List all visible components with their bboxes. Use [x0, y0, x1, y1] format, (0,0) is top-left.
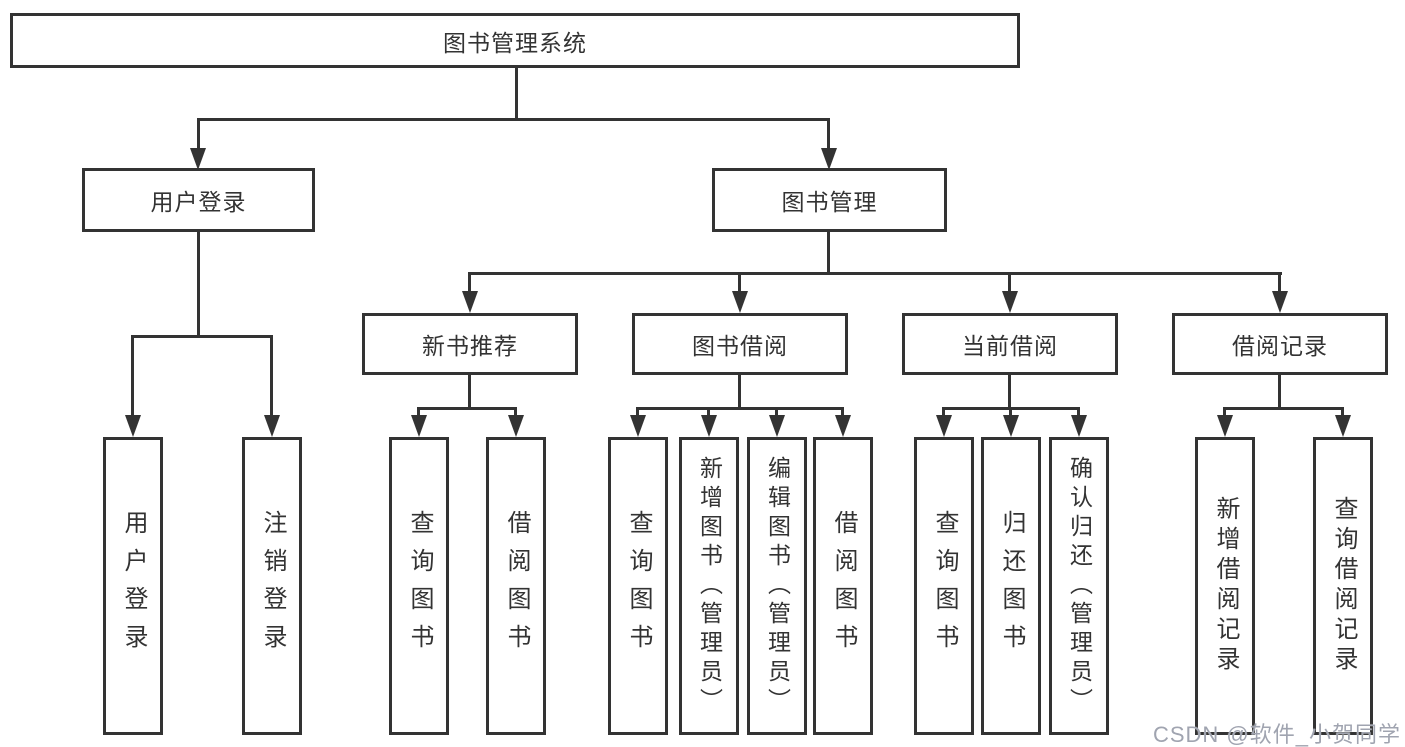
connector-drop-leaf	[707, 407, 710, 419]
leaf-edit-books-admin-label: 编辑图书（管理员）	[764, 455, 791, 717]
arrow-down-icon	[1272, 291, 1288, 313]
node-library-system: 图书管理系统	[10, 13, 1020, 68]
connector-user-rail	[131, 335, 272, 338]
arrow-down-icon	[732, 291, 748, 313]
arrow-down-icon	[1217, 415, 1233, 437]
connector-mgmt-stem	[827, 232, 830, 275]
connector-root-stem	[515, 68, 518, 121]
leaf-add-borrow-record: 新增借阅记录	[1195, 437, 1255, 735]
leaf-newbook-query-books-label: 查询图书	[406, 510, 433, 662]
leaf-borrow-query-books-label: 查询图书	[625, 510, 652, 662]
leaf-add-borrow-record-label: 新增借阅记录	[1212, 496, 1239, 676]
leaf-borrow-books: 借阅图书	[813, 437, 873, 735]
leaf-add-books-admin: 新增图书（管理员）	[679, 437, 739, 735]
leaf-current-query-books-label: 查询图书	[931, 510, 958, 662]
node-user-login: 用户登录	[82, 168, 315, 232]
arrow-down-icon	[1071, 415, 1087, 437]
connector-drop-leaf	[1009, 407, 1012, 419]
leaf-add-books-admin-label: 新增图书（管理员）	[696, 455, 723, 717]
leaf-logout-label: 注销登录	[259, 510, 286, 662]
leaf-newbook-query-books: 查询图书	[389, 437, 449, 735]
leaf-logout: 注销登录	[242, 437, 302, 735]
leaf-query-borrow-record-label: 查询借阅记录	[1330, 496, 1357, 676]
arrow-down-icon	[508, 415, 524, 437]
node-current-borrowing-label: 当前借阅	[962, 333, 1058, 359]
connector-drop-leaf	[942, 407, 945, 419]
leaf-newbook-borrow-books: 借阅图书	[486, 437, 546, 735]
node-borrowing-records-label: 借阅记录	[1232, 333, 1328, 359]
arrow-down-icon	[701, 415, 717, 437]
leaf-user-login: 用户登录	[103, 437, 163, 735]
node-book-borrowing: 图书借阅	[632, 313, 848, 375]
leaf-current-query-books: 查询图书	[914, 437, 974, 735]
node-book-borrowing-label: 图书借阅	[692, 333, 788, 359]
connector-drop-leaf	[841, 407, 844, 419]
arrow-down-icon	[630, 415, 646, 437]
leaf-confirm-return-admin: 确认归还（管理员）	[1049, 437, 1109, 735]
connector-drop-leaf	[514, 407, 517, 419]
node-book-management-label: 图书管理	[781, 189, 878, 215]
arrow-down-icon	[264, 415, 280, 437]
node-current-borrowing: 当前借阅	[902, 313, 1118, 375]
connector-newbook-stem	[468, 375, 471, 410]
connector-current-stem	[1008, 375, 1011, 410]
connector-records-stem	[1278, 375, 1281, 410]
connector-drop-user-login	[197, 118, 200, 151]
connector-drop-leaf	[1341, 407, 1344, 419]
connector-drop-level3	[468, 272, 471, 293]
connector-user-stem	[197, 232, 200, 337]
leaf-edit-books-admin: 编辑图书（管理员）	[747, 437, 807, 735]
leaf-confirm-return-admin-label: 确认归还（管理员）	[1066, 455, 1093, 717]
connector-current-rail	[944, 407, 1080, 410]
leaf-borrow-query-books: 查询图书	[608, 437, 668, 735]
node-borrowing-records: 借阅记录	[1172, 313, 1388, 375]
leaf-return-books: 归还图书	[981, 437, 1041, 735]
connector-borrow-rail	[638, 407, 844, 410]
arrow-down-icon	[835, 415, 851, 437]
arrow-down-icon	[769, 415, 785, 437]
connector-level2-rail	[198, 118, 829, 121]
node-book-management: 图书管理	[712, 168, 947, 232]
connector-drop-leaf	[636, 407, 639, 419]
connector-records-rail	[1225, 407, 1344, 410]
arrow-down-icon	[936, 415, 952, 437]
arrow-down-icon	[821, 148, 837, 170]
arrow-down-icon	[1335, 415, 1351, 437]
connector-level3-rail	[470, 272, 1282, 275]
connector-drop-leaf	[1223, 407, 1226, 419]
connector-drop-book-mgmt	[827, 118, 830, 151]
leaf-newbook-borrow-books-label: 借阅图书	[503, 510, 530, 662]
connector-drop-level3	[1008, 272, 1011, 293]
connector-drop-leaf	[775, 407, 778, 419]
node-new-book-recommend-label: 新书推荐	[422, 333, 518, 359]
connector-borrow-stem	[738, 375, 741, 410]
node-new-book-recommend: 新书推荐	[362, 313, 578, 375]
arrow-down-icon	[462, 291, 478, 313]
connector-drop-level3	[1278, 272, 1281, 293]
connector-newbook-rail	[419, 407, 517, 410]
arrow-down-icon	[1002, 291, 1018, 313]
leaf-return-books-label: 归还图书	[998, 510, 1025, 662]
connector-drop-leaf	[131, 335, 134, 419]
node-library-system-label: 图书管理系统	[443, 29, 587, 56]
connector-drop-leaf	[270, 335, 273, 419]
arrow-down-icon	[125, 415, 141, 437]
leaf-user-login-label: 用户登录	[120, 510, 147, 662]
connector-drop-level3	[738, 272, 741, 293]
node-user-login-label: 用户登录	[150, 189, 247, 215]
csdn-watermark: CSDN @软件_小贺同学	[1152, 722, 1401, 747]
connector-drop-leaf	[1077, 407, 1080, 419]
leaf-borrow-books-label: 借阅图书	[830, 510, 857, 662]
leaf-query-borrow-record: 查询借阅记录	[1313, 437, 1373, 735]
arrow-down-icon	[411, 415, 427, 437]
connector-drop-leaf	[417, 407, 420, 419]
arrow-down-icon	[1003, 415, 1019, 437]
arrow-down-icon	[190, 148, 206, 170]
